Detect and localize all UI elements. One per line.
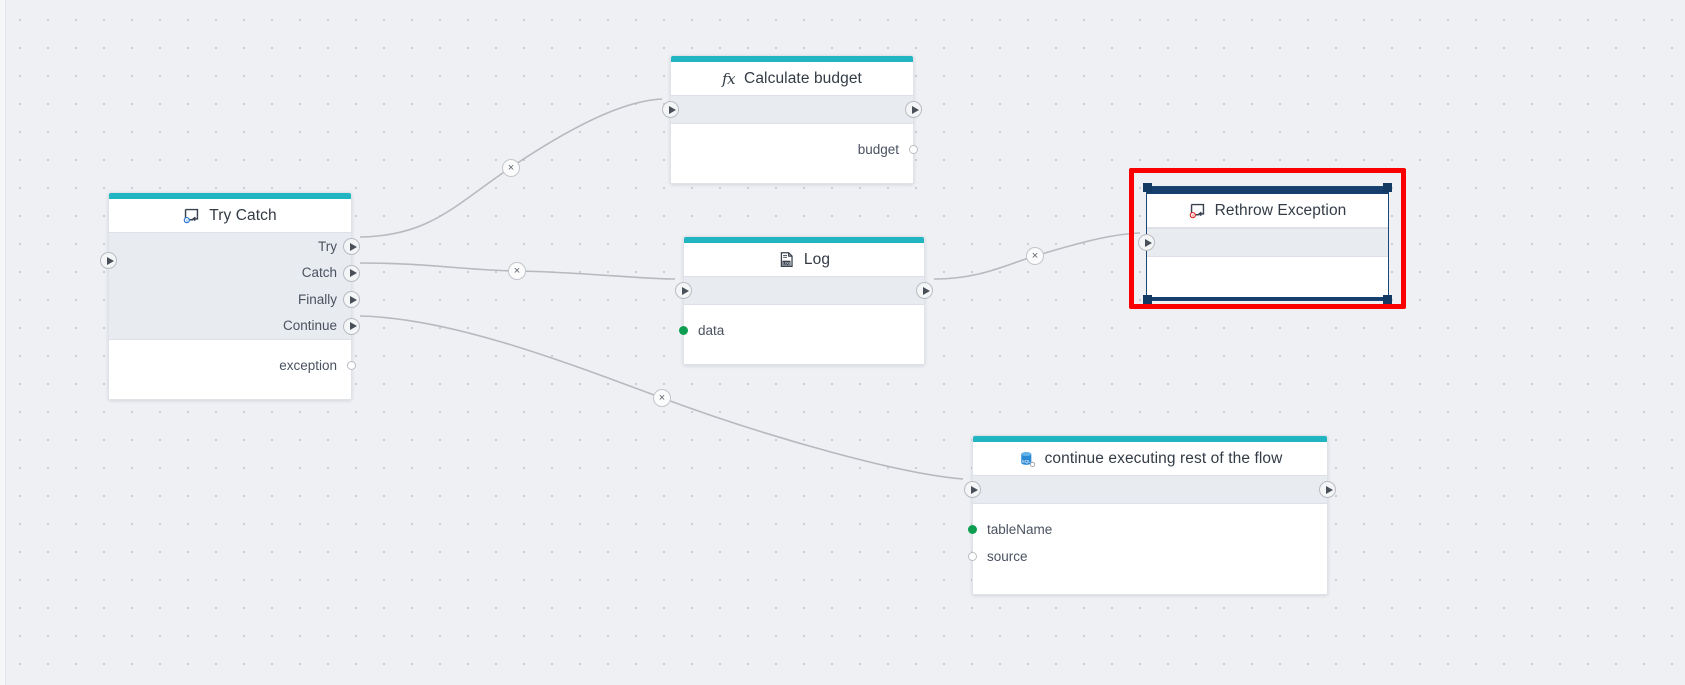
wire-delete-badge-log-rethrow[interactable]: × — [1026, 247, 1044, 265]
node-title-label: Try Catch — [209, 206, 277, 224]
exec-output-port-continue[interactable] — [343, 317, 360, 335]
fx-icon: fx — [722, 69, 736, 88]
exec-output-label-continue: Continue — [282, 318, 337, 334]
try-catch-icon: !! — [183, 207, 200, 224]
wire-delete-badge-continue-flow[interactable]: × — [653, 389, 671, 407]
data-output-row-budget[interactable]: budget — [671, 136, 918, 163]
selection-handle-top-right[interactable] — [1383, 183, 1392, 192]
data-output-label-budget: budget — [857, 142, 899, 157]
exec-band — [662, 95, 922, 124]
exec-output-port[interactable] — [1319, 481, 1336, 498]
exec-input-port[interactable] — [964, 481, 981, 498]
selection-handle-bottom-right[interactable] — [1383, 295, 1392, 304]
node-title-bar: !! Try Catch — [109, 199, 351, 232]
data-input-port-source[interactable] — [968, 552, 977, 561]
node-log[interactable]: LOG Log data — [675, 236, 933, 365]
node-title-label: Log — [803, 250, 831, 268]
exec-output-port-try[interactable] — [343, 238, 360, 255]
data-band-spacer-bottom — [109, 379, 351, 399]
data-input-port-data[interactable] — [679, 326, 688, 335]
log-document-icon: LOG — [778, 251, 795, 268]
selection-handle-bottom-left[interactable] — [1143, 295, 1152, 304]
data-band-spacer — [684, 305, 924, 317]
wire-delete-badge-try-calculate[interactable]: × — [502, 159, 520, 177]
svg-text:LOG: LOG — [783, 261, 791, 265]
data-band: budget — [671, 124, 918, 183]
selection-bottom-rule — [1147, 297, 1388, 300]
exec-input-port[interactable] — [1138, 234, 1155, 251]
data-input-row-data[interactable]: data — [679, 317, 924, 344]
data-band — [1147, 257, 1388, 297]
data-output-port-budget[interactable] — [909, 145, 918, 154]
exec-output-row-try[interactable]: Try — [109, 233, 360, 260]
selection-handle-top-left[interactable] — [1143, 183, 1152, 192]
data-band: data — [679, 305, 924, 364]
exec-output-row-catch[interactable]: Catch — [109, 260, 360, 287]
canvas-left-rail — [0, 0, 6, 685]
node-title-label: Calculate budget — [744, 69, 862, 87]
svg-text:SQL: SQL — [1021, 458, 1031, 463]
data-band: exception — [109, 340, 356, 399]
node-continue-flow[interactable]: SQL continue executing rest of the flow … — [964, 435, 1336, 595]
exec-output-row-continue[interactable]: Continue — [109, 313, 360, 340]
node-accent-bar — [671, 56, 913, 62]
exec-output-port[interactable] — [905, 101, 922, 118]
exec-output-port[interactable] — [916, 282, 933, 299]
node-rethrow-exception[interactable]: !! Rethrow Exception — [1138, 183, 1392, 304]
node-calculate-budget[interactable]: fx Calculate budget budget — [662, 55, 922, 184]
data-input-label-tablename: tableName — [987, 522, 1053, 537]
node-accent-bar-selected — [1147, 187, 1388, 194]
exec-row-blank[interactable] — [662, 96, 922, 123]
exec-row-blank[interactable] — [675, 277, 933, 304]
exec-band — [964, 475, 1336, 504]
node-accent-bar — [973, 436, 1327, 442]
node-title-label: Rethrow Exception — [1214, 201, 1347, 219]
data-output-label-exception: exception — [279, 358, 337, 373]
data-band-spacer-bottom — [973, 570, 1327, 594]
data-band-spacer-bottom — [684, 344, 924, 364]
exec-output-label-finally: Finally — [297, 291, 337, 307]
exec-band — [1138, 228, 1388, 257]
data-input-label-data: data — [698, 323, 725, 338]
node-title-label: continue executing rest of the flow — [1044, 449, 1283, 467]
node-accent-bar — [109, 193, 351, 199]
exec-band — [675, 276, 933, 305]
node-accent-bar — [684, 237, 924, 243]
data-input-row-tablename[interactable]: tableName — [968, 516, 1327, 543]
exec-input-port[interactable] — [100, 252, 117, 269]
exec-row-blank[interactable] — [964, 476, 1336, 503]
data-band-spacer — [973, 504, 1327, 516]
data-band-spacer — [671, 124, 913, 136]
exec-row-blank[interactable] — [1138, 229, 1388, 256]
exec-output-row-finally[interactable]: Finally — [109, 286, 360, 313]
sql-database-icon: SQL — [1018, 450, 1036, 468]
data-input-row-source[interactable]: source — [968, 543, 1327, 570]
data-output-row-exception[interactable]: exception — [109, 352, 356, 379]
data-output-port-exception[interactable] — [347, 361, 356, 370]
data-band-spacer — [109, 340, 351, 352]
svg-text:!!: !! — [1191, 213, 1193, 218]
node-try-catch[interactable]: !! Try Catch Try Catch Finally Continue — [100, 192, 360, 400]
exec-output-port-catch[interactable] — [343, 264, 360, 282]
data-input-port-tablename[interactable] — [968, 525, 977, 534]
node-title-bar: LOG Log — [684, 243, 924, 276]
exec-input-port[interactable] — [662, 101, 679, 118]
svg-text:!!: !! — [186, 218, 188, 223]
exec-band: Try Catch Finally Continue — [100, 232, 360, 340]
data-band-spacer-bottom — [671, 163, 913, 183]
exec-output-label-catch: Catch — [301, 265, 337, 281]
wire-delete-badge-catch-log[interactable]: × — [508, 262, 526, 280]
rethrow-exception-icon: !! — [1189, 202, 1206, 219]
node-title-bar: SQL continue executing rest of the flow — [973, 442, 1327, 475]
node-title-bar: fx Calculate budget — [671, 62, 913, 95]
exec-output-label-try: Try — [318, 238, 337, 254]
data-input-label-source: source — [987, 549, 1028, 564]
data-band: tableName source — [968, 504, 1327, 594]
exec-input-port[interactable] — [675, 282, 692, 299]
node-title-bar: !! Rethrow Exception — [1147, 194, 1388, 228]
exec-output-port-finally[interactable] — [343, 291, 360, 308]
